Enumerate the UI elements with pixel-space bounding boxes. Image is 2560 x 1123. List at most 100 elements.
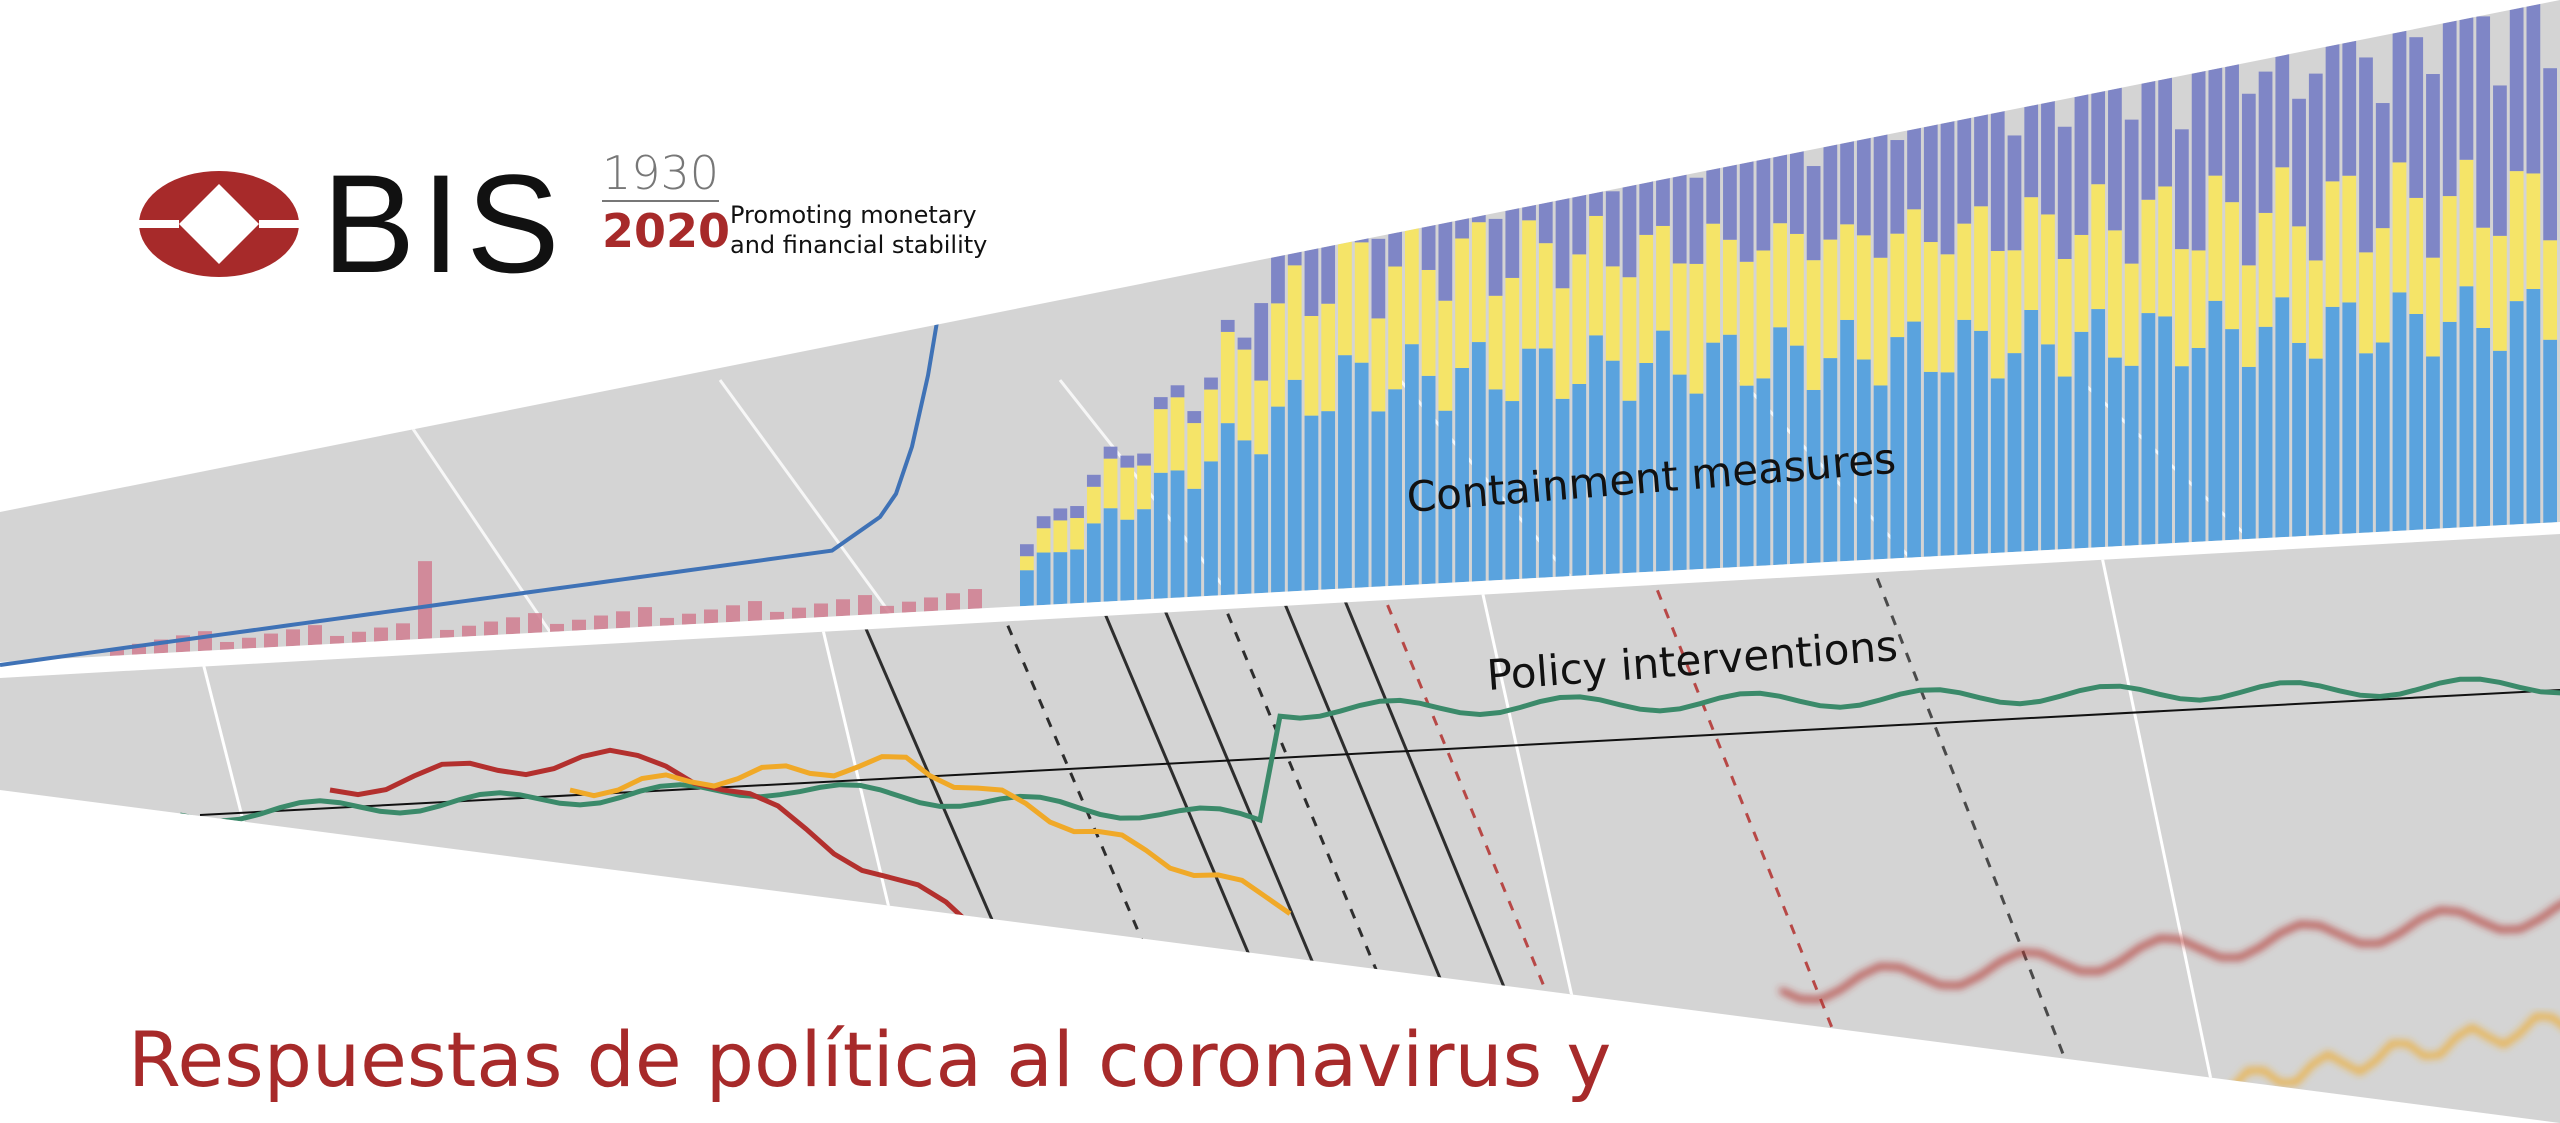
yellow-bar	[2175, 249, 2189, 367]
anniversary-years: 1930 2020	[602, 150, 730, 254]
purple-bar	[2543, 68, 2557, 241]
purple-bar	[1873, 112, 1888, 258]
pink-bar	[792, 607, 806, 619]
blue-bar	[1070, 549, 1084, 604]
purple-bar	[1388, 170, 1402, 267]
yellow-bar	[1689, 263, 1704, 394]
yellow-bar	[2191, 250, 2206, 348]
yellow-bar	[1555, 288, 1570, 399]
tagline: Promoting monetary and financial stabili…	[730, 200, 987, 260]
yellow-bar	[1271, 303, 1285, 407]
purple-bar	[1823, 101, 1838, 240]
blue-bar	[1287, 379, 1302, 592]
bis-diamond-icon	[138, 171, 300, 277]
pink-bar	[748, 601, 762, 622]
yellow-bar	[1773, 223, 1787, 328]
yellow-bar	[2543, 240, 2557, 340]
blue-line	[0, 160, 962, 667]
pink-bar	[924, 597, 938, 612]
purple-bar	[1773, 119, 1787, 224]
purple-bar	[2375, 103, 2390, 229]
yellow-bar	[2024, 197, 2039, 310]
blue-bar	[1706, 342, 1721, 569]
purple-bar	[2057, 126, 2072, 259]
blue-bar	[1873, 385, 1888, 560]
yellow-bar	[2241, 265, 2256, 367]
grid-line	[718, 379, 892, 615]
blue-bar	[1656, 330, 1670, 572]
blue-bar	[1806, 389, 1821, 564]
yellow-bar	[1505, 277, 1520, 402]
blue-bar	[1723, 334, 1737, 568]
purple-bar	[1957, 75, 1972, 224]
blue-bar	[1304, 415, 1319, 591]
blue-bar	[2426, 356, 2440, 530]
purple-bar	[2325, 13, 2340, 182]
pink-bar	[506, 617, 520, 635]
pink-bar	[660, 617, 674, 626]
purple-bar	[1622, 157, 1637, 278]
purple-bar	[1656, 117, 1670, 226]
blue-bar	[2292, 342, 2306, 537]
blue-bar	[1020, 570, 1034, 607]
purple-bar	[2041, 66, 2055, 215]
yellow-bar	[1672, 263, 1687, 375]
yellow-bar	[1990, 250, 2005, 379]
yellow-bar	[2292, 226, 2306, 343]
pink-bar	[594, 615, 608, 630]
pink-bar	[704, 609, 718, 624]
purple-bar	[2108, 60, 2122, 231]
purple-bar	[1170, 385, 1185, 398]
blue-bar	[1555, 398, 1570, 577]
purple-bar	[1522, 141, 1536, 221]
yellow-bar	[2359, 252, 2373, 354]
purple-bar	[2091, 77, 2106, 185]
yellow-bar	[2074, 234, 2089, 332]
yellow-bar	[1605, 266, 1620, 361]
purple-bar	[2308, 73, 2323, 261]
purple-bar	[1237, 337, 1252, 350]
blue-bar	[1388, 389, 1402, 587]
blue-bar	[2493, 350, 2507, 526]
pink-bar	[814, 603, 828, 618]
blue-bar	[1254, 454, 1269, 594]
blue-bar	[1421, 375, 1436, 585]
pink-bar	[726, 605, 740, 623]
purple-bar	[2275, 0, 2290, 168]
blue-bar	[1923, 371, 1938, 557]
yellow-bar	[1923, 242, 1938, 372]
yellow-bar	[1823, 239, 1838, 359]
yellow-bar	[1455, 238, 1469, 368]
blue-bar	[1907, 321, 1921, 558]
blue-bar	[1572, 383, 1587, 577]
yellow-bar	[1388, 266, 1402, 390]
yellow-bar	[1204, 389, 1218, 462]
yellow-bar	[1170, 397, 1185, 471]
yellow-bar	[1873, 257, 1888, 386]
purple-bar	[1505, 167, 1520, 278]
green-line	[179, 676, 2560, 824]
purple-bar	[2292, 98, 2306, 227]
blue-bar	[1170, 470, 1185, 598]
purple-bar	[2191, 69, 2206, 251]
purple-bar	[2158, 14, 2172, 187]
yellow-bar	[1940, 254, 1955, 373]
blue-bar	[2041, 344, 2055, 551]
yellow-bar	[2057, 258, 2072, 377]
purple-bar	[2241, 93, 2256, 266]
blue-bar	[2359, 353, 2373, 533]
panel-divider	[0, 522, 2560, 678]
yellow-bar	[1287, 265, 1302, 380]
blue-bar	[1053, 552, 1068, 605]
purple-bar	[2141, 48, 2156, 200]
pink-bar	[242, 637, 256, 649]
pink-bar	[418, 561, 432, 640]
blue-bar	[1505, 401, 1520, 580]
yellow-bar	[1371, 318, 1386, 412]
purple-bar	[1840, 99, 1854, 225]
purple-bar	[2493, 85, 2507, 236]
yellow-bar	[1354, 242, 1369, 363]
purple-bar	[1120, 455, 1135, 468]
purple-bar	[1287, 199, 1302, 266]
purple-bar	[1086, 474, 1101, 487]
